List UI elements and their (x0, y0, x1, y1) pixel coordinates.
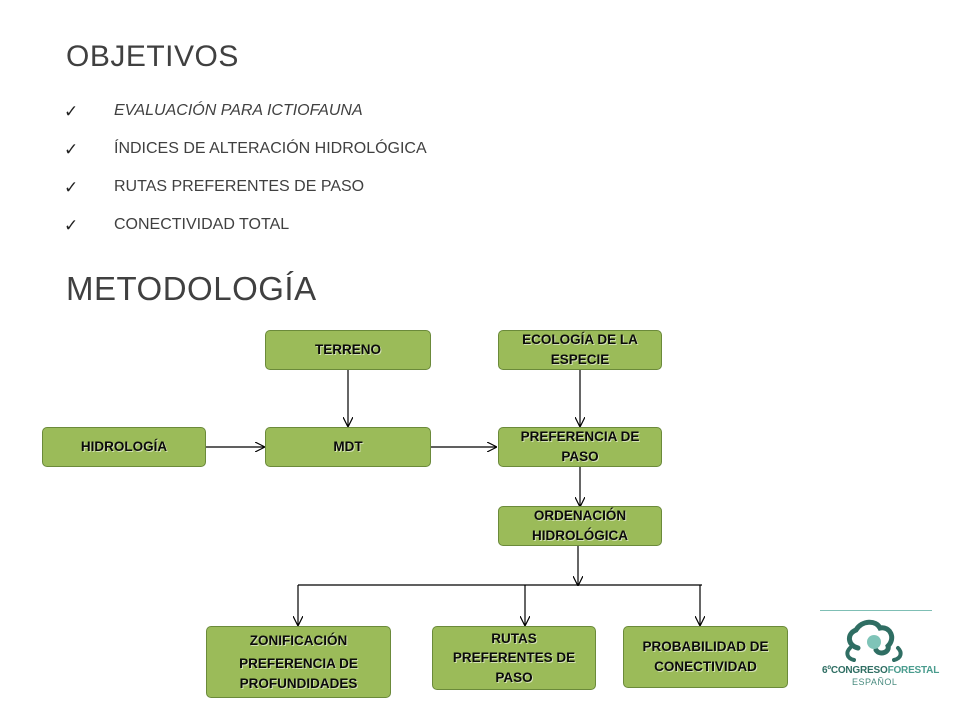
metodologia-title: METODOLOGÍA (66, 270, 317, 307)
checkmark-icon: ✓ (64, 178, 79, 198)
node-zonificacion-label: ZONIFICACIÓN (249, 632, 348, 648)
node-ordenacion-label: ORDENACIÓN HIDROLÓGICA (532, 508, 628, 543)
checkmark-icon: ✓ (64, 216, 79, 236)
node-rutas-label: RUTAS PREFERENTES DE PASO (452, 630, 576, 685)
node-ecologia-label: ECOLOGÍA DE LA ESPECIE (522, 332, 638, 367)
list-item: ✓ RUTAS PREFERENTES DE PASO (64, 178, 427, 216)
node-zonificacion: ZONIFICACIÓN PREFERENCIA DE PROFUNDIDADE… (206, 626, 391, 698)
checkmark-icon: ✓ (64, 102, 79, 122)
node-ordenacion: ORDENACIÓN HIDROLÓGICA (498, 506, 662, 546)
node-terreno: TERRENO (265, 330, 431, 370)
node-mdt: MDT (265, 427, 431, 467)
node-rutas: RUTAS PREFERENTES DE PASO (432, 626, 596, 690)
logo-text-line2: ESPAÑOL (852, 677, 898, 687)
node-hidrologia: HIDROLOGÍA (42, 427, 206, 467)
list-item-label: EVALUACIÓN PARA ICTIOFAUNA (114, 102, 363, 119)
list-item: ✓ CONECTIVIDAD TOTAL (64, 216, 427, 254)
list-item-label: CONECTIVIDAD TOTAL (114, 216, 290, 233)
node-zonificacion-sublabel: PREFERENCIA DE PROFUNDIDADES (239, 656, 358, 691)
list-item: ✓ ÍNDICES DE ALTERACIÓN HIDROLÓGICA (64, 140, 427, 178)
node-probabilidad-label: PROBABILIDAD DE CONECTIVIDAD (642, 639, 769, 674)
node-hidrologia-label: HIDROLOGÍA (80, 439, 168, 455)
logo-text-line1: 6ºCONGRESOFORESTAL (822, 665, 940, 676)
logo-divider (820, 610, 932, 611)
node-terreno-label: TERRENO (314, 342, 381, 358)
objetivos-title: OBJETIVOS (66, 40, 239, 73)
node-preferencia-label: PREFERENCIA DE PASO (520, 429, 640, 464)
node-preferencia: PREFERENCIA DE PASO (498, 427, 662, 467)
list-item-label: RUTAS PREFERENTES DE PASO (114, 178, 365, 195)
node-probabilidad: PROBABILIDAD DE CONECTIVIDAD (623, 626, 788, 688)
congress-logo-icon (845, 619, 903, 662)
list-item: ✓ EVALUACIÓN PARA ICTIOFAUNA (64, 102, 427, 140)
objetivos-list: ✓ EVALUACIÓN PARA ICTIOFAUNA ✓ ÍNDICES D… (64, 102, 427, 254)
node-mdt-label: MDT (333, 439, 363, 455)
list-item-label: ÍNDICES DE ALTERACIÓN HIDROLÓGICA (114, 140, 427, 157)
checkmark-icon: ✓ (64, 140, 79, 160)
node-ecologia: ECOLOGÍA DE LA ESPECIE (498, 330, 662, 370)
